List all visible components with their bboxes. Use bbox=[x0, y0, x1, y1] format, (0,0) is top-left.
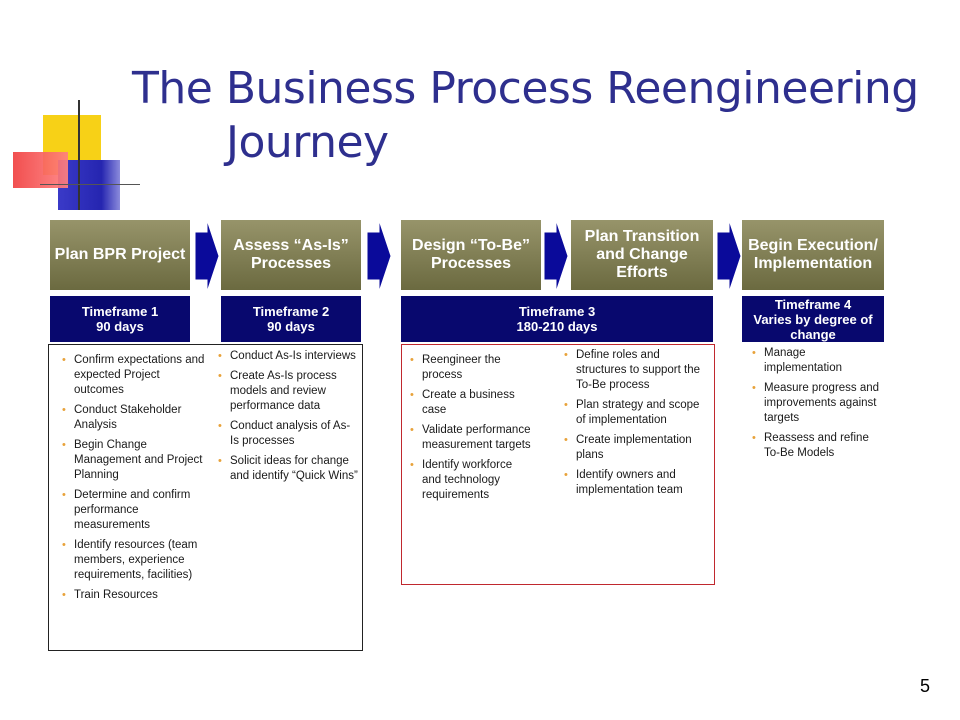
list-item: Conduct Stakeholder Analysis bbox=[60, 403, 208, 433]
list-item: Plan strategy and scope of implementatio… bbox=[562, 398, 710, 428]
timeframe-name: Timeframe 3 bbox=[518, 304, 596, 319]
decorative-logo bbox=[10, 100, 140, 215]
timeframe-duration: 90 days bbox=[96, 319, 144, 334]
arrow-icon bbox=[717, 220, 741, 292]
list-item: Determine and confirm performance measur… bbox=[60, 488, 208, 533]
list-item: Begin Change Management and Project Plan… bbox=[60, 438, 208, 483]
list-item: Measure progress and improvements agains… bbox=[750, 381, 884, 426]
timeframe-duration: 90 days bbox=[267, 319, 315, 334]
list-item: Identify owners and implementation team bbox=[562, 468, 710, 498]
logo-red-square bbox=[13, 152, 68, 188]
title-line-2: Journey bbox=[226, 117, 389, 168]
list-item: Conduct As-Is interviews bbox=[216, 349, 358, 364]
list-item: Create a business case bbox=[408, 388, 534, 418]
assess-task-list: Conduct As-Is interviews Create As-Is pr… bbox=[216, 349, 358, 489]
arrow-icon bbox=[367, 220, 391, 292]
list-item: Conduct analysis of As-Is processes bbox=[216, 419, 358, 449]
list-item: Manage implementation bbox=[750, 346, 884, 376]
design-task-list: Reengineer the process Create a business… bbox=[408, 353, 534, 508]
list-item: Confirm expectations and expected Projec… bbox=[60, 353, 208, 398]
phase-plan-transition: Plan Transition and Change Efforts bbox=[571, 220, 713, 290]
list-item: Solicit ideas for change and identify “Q… bbox=[216, 454, 358, 484]
slide-title: The Business Process Reengineering Journ… bbox=[132, 62, 932, 170]
logo-vertical-line bbox=[78, 100, 80, 210]
list-item: Train Resources bbox=[60, 588, 208, 603]
arrow-icon bbox=[195, 220, 219, 292]
phase-plan-bpr: Plan BPR Project bbox=[50, 220, 190, 290]
list-item: Identify resources (team members, experi… bbox=[60, 538, 208, 583]
timeframe-name: Timeframe 1 bbox=[81, 304, 159, 319]
logo-blue-square bbox=[58, 160, 120, 210]
phase-design-to-be: Design “To-Be” Processes bbox=[401, 220, 541, 290]
list-item: Create As-Is process models and review p… bbox=[216, 369, 358, 414]
execute-task-list: Manage implementation Measure progress a… bbox=[750, 346, 884, 466]
transition-task-list: Define roles and structures to support t… bbox=[562, 348, 710, 503]
logo-horizontal-line bbox=[40, 184, 140, 185]
list-item: Define roles and structures to support t… bbox=[562, 348, 710, 393]
plan-assess-tasks-box bbox=[48, 344, 363, 651]
list-item: Validate performance measurement targets bbox=[408, 423, 534, 453]
list-item: Create implementation plans bbox=[562, 433, 710, 463]
timeframe-duration: Varies by degree of change bbox=[753, 311, 873, 342]
title-line-1: The Business Process Reengineering bbox=[132, 63, 919, 114]
timeframe-name: Timeframe 2 bbox=[252, 304, 330, 319]
list-item: Reengineer the process bbox=[408, 353, 534, 383]
list-item: Reassess and refine To-Be Models bbox=[750, 431, 884, 461]
phase-begin-execution: Begin Execution/ Implementation bbox=[742, 220, 884, 290]
phase-assess-as-is: Assess “As-Is” Processes bbox=[221, 220, 361, 290]
page-number: 5 bbox=[919, 676, 930, 696]
timeframe-name: Timeframe 4 bbox=[774, 296, 852, 312]
timeframe-duration: 180-210 days bbox=[516, 319, 598, 334]
design-transition-tasks-box bbox=[401, 344, 715, 585]
arrow-icon bbox=[544, 220, 568, 292]
list-item: Identify workforce and technology requir… bbox=[408, 458, 534, 503]
plan-task-list: Confirm expectations and expected Projec… bbox=[60, 353, 208, 608]
